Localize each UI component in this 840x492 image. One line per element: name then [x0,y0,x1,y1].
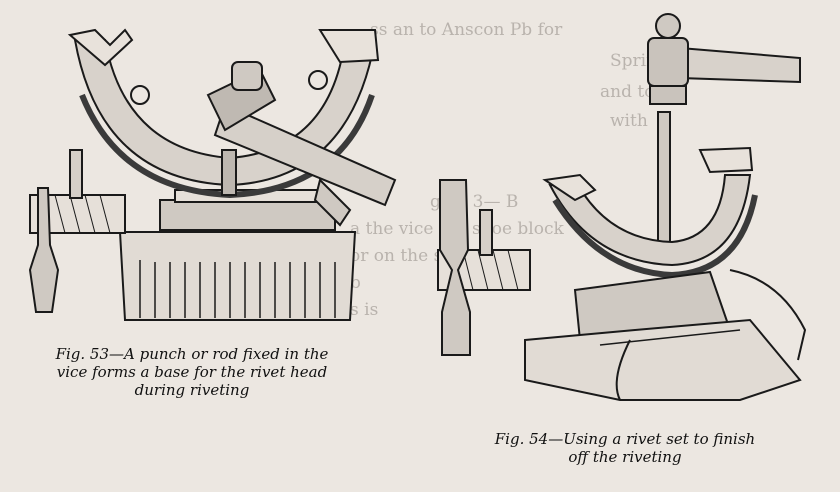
rivet-detail-section [438,180,530,355]
figure-54-illustration [420,0,840,430]
caption-line: off the riveting [568,448,682,466]
brake-shoe [550,175,750,265]
caption-line: during riveting [134,381,250,399]
bleed-line: ss an to Anscon Pb for [370,20,563,40]
bleed-line: and to [600,82,655,102]
punch-rod [222,150,236,195]
figure-54-caption: Fig. 54—Using a rivet set to finish off … [440,430,810,466]
vice-body [120,232,355,320]
rivet-set [658,112,670,262]
vice-body [525,320,800,400]
caption-line: Fig. 53—A punch or rod fixed in the [55,345,329,363]
bleed-line: with [610,111,648,131]
brake-lining [555,195,755,275]
figure-53-caption: Fig. 53—A punch or rod fixed in the vice… [22,345,362,399]
caption-line: vice forms a base for the rivet head [56,363,328,381]
punch-tool [30,188,58,312]
vice-jaw-block [160,200,335,230]
caption-line: Fig. 54—Using a rivet set to finish [494,430,756,448]
figure-53-illustration [0,0,420,345]
bleed-line: b [350,273,361,293]
bleed-line: s is [350,300,379,320]
rivet-set-tool [440,180,470,355]
rivet-detail-section [30,150,125,312]
hammer [648,14,800,104]
hammer [208,62,395,205]
